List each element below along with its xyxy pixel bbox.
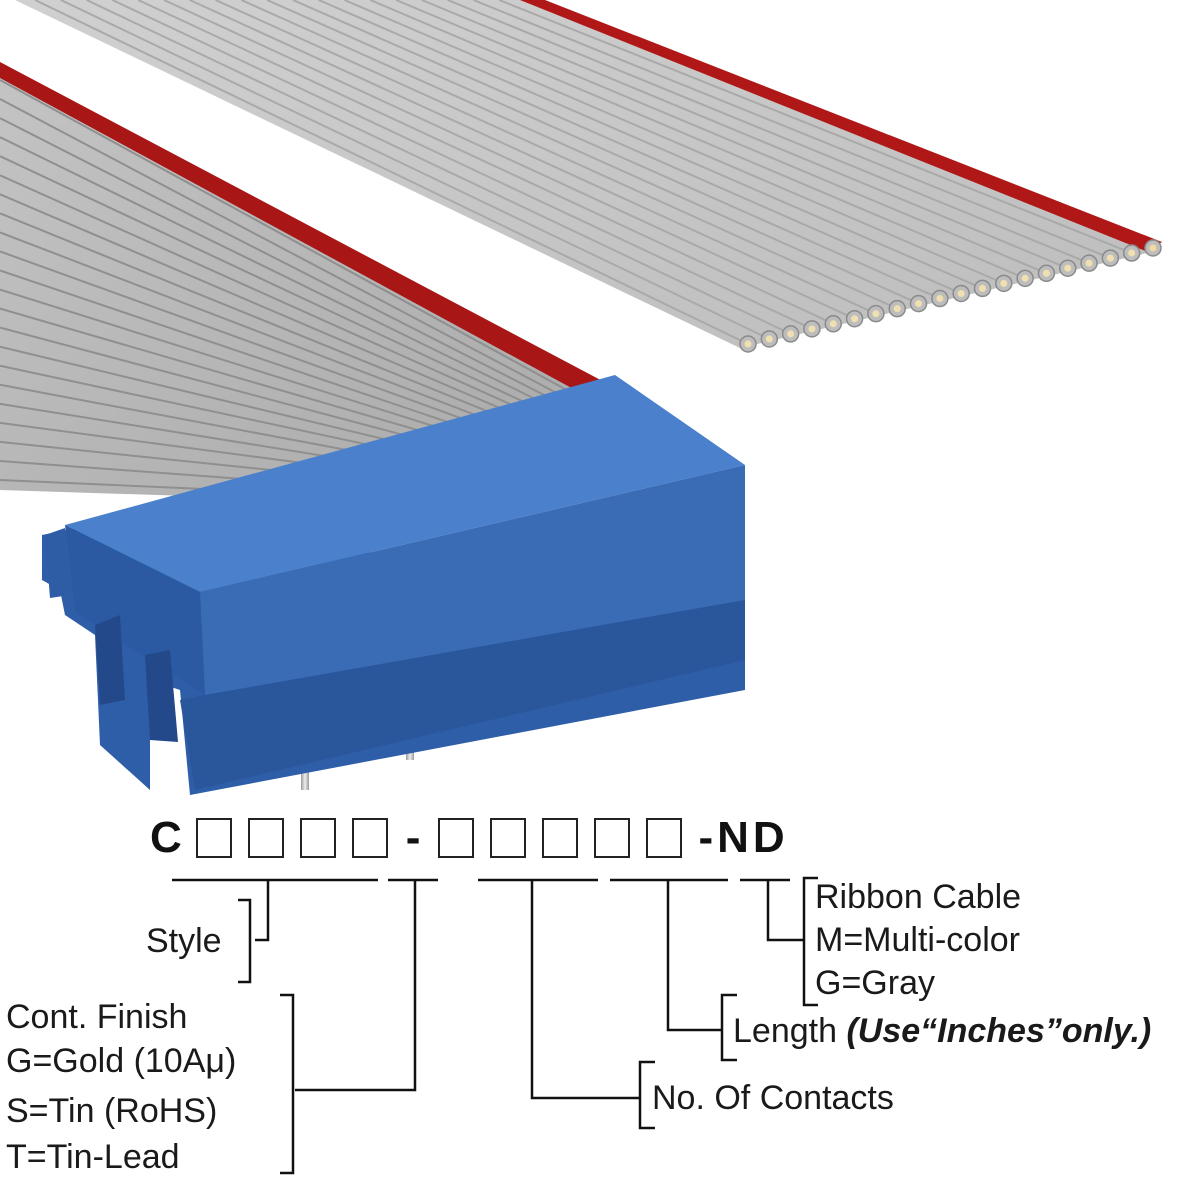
label-style: Style [146, 922, 222, 960]
far-conductor [395, 0, 1047, 275]
far-conductor [189, 0, 877, 315]
label-finish-tinlead: T=Tin-Lead [6, 1138, 180, 1176]
wire-core [1106, 254, 1114, 262]
far-conductor [318, 0, 983, 290]
label-finish-tin: S=Tin (RoHS) [6, 1092, 218, 1130]
label-cable-title: Ribbon Cable [815, 878, 1022, 916]
wire-core [765, 335, 773, 343]
wire-core [957, 289, 965, 297]
wire-core [744, 340, 752, 348]
near-conductor [0, 79, 586, 401]
wire-core [851, 315, 859, 323]
far-conductor [111, 0, 813, 330]
wire-core [936, 295, 944, 303]
length-box-1 [542, 818, 579, 858]
far-conductor [447, 0, 1090, 265]
far-conductor [266, 0, 941, 300]
wire-core [915, 300, 923, 308]
near-ribbon-cable [0, 62, 610, 505]
far-conductor [34, 0, 749, 345]
part-prefix: C [150, 813, 182, 862]
near-conductor [0, 117, 574, 411]
wire-core [1064, 264, 1072, 272]
far-conductor [421, 0, 1069, 270]
far-conductor [344, 0, 1005, 285]
near-ribbon-red-stripe [0, 62, 610, 398]
wire-core [1000, 279, 1008, 287]
near-conductor [0, 269, 524, 449]
far-conductor [473, 0, 1111, 260]
style-box-3 [299, 818, 336, 858]
style-box-1 [195, 818, 232, 858]
near-conductor [0, 136, 567, 416]
near-conductor [0, 212, 543, 435]
part-dash: - [405, 813, 421, 862]
near-conductor [0, 231, 536, 440]
far-conductor [240, 0, 919, 305]
contacts-box-1 [438, 818, 475, 858]
near-conductor [0, 98, 580, 406]
wire-core [1085, 259, 1093, 267]
wire-core [893, 305, 901, 313]
wire-core [1021, 274, 1029, 282]
wire-core [978, 284, 986, 292]
wire-core [1149, 244, 1157, 252]
far-ribbon-cable [15, 0, 1162, 353]
far-conductor [292, 0, 962, 295]
wire-core [1042, 269, 1050, 277]
wire-core [872, 310, 880, 318]
near-conductor [0, 155, 561, 420]
label-cable-multi: M=Multi-color [815, 921, 1020, 959]
far-conductor [163, 0, 855, 320]
far-conductor [86, 0, 792, 335]
part-number: C - -ND [150, 808, 789, 868]
label-length-text: Length [733, 1012, 837, 1050]
wire-core [829, 320, 837, 328]
cable-box [646, 818, 683, 858]
style-box-2 [247, 818, 284, 858]
near-conductor [0, 193, 549, 430]
label-length-note: (Use“Inches”only.) [846, 1012, 1152, 1050]
length-box-2 [594, 818, 631, 858]
near-conductor [0, 288, 518, 454]
wire-core [787, 330, 795, 338]
wire-core [1128, 249, 1136, 257]
blue-connector [42, 375, 745, 795]
label-length: Length (Use“Inches”only.) [733, 1014, 1151, 1048]
far-ribbon-red-stripe [520, 0, 1162, 252]
near-conductor [0, 174, 555, 425]
near-conductor [0, 250, 530, 444]
far-conductor [60, 0, 770, 340]
far-conductor [137, 0, 834, 325]
contacts-box-2 [490, 818, 527, 858]
finish-box [351, 818, 388, 858]
label-contacts: No. Of Contacts [652, 1079, 894, 1117]
label-finish-gold: G=Gold (10Aμ) [6, 1042, 237, 1080]
far-conductor [498, 0, 1133, 254]
part-suffix: -ND [698, 813, 789, 862]
label-finish-title: Cont. Finish [6, 998, 188, 1036]
far-conductor [369, 0, 1026, 280]
wire-core [808, 325, 816, 333]
far-conductor [215, 0, 898, 310]
label-cable-gray: G=Gray [815, 964, 935, 1002]
